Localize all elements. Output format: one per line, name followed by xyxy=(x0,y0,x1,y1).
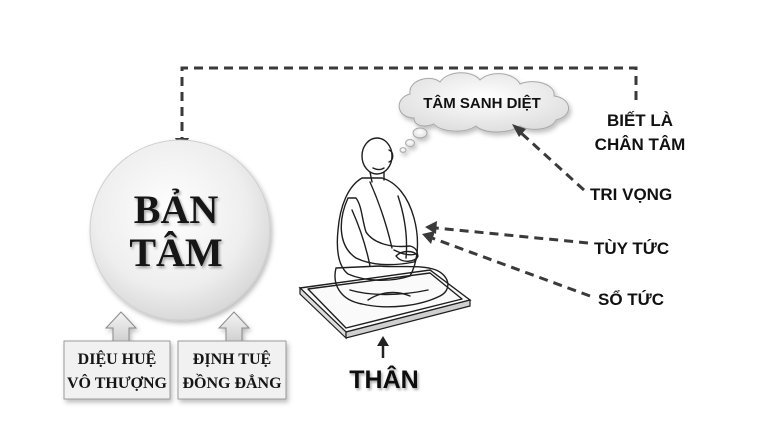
realize-line2: CHÂN TÂM xyxy=(595,135,686,154)
dieu-hue-box xyxy=(63,340,171,400)
vong-arrowhead xyxy=(512,124,526,137)
so-tuc-label: SỔ TỨC xyxy=(598,290,664,309)
feedback-connector xyxy=(180,66,638,140)
up-arrow-left xyxy=(104,311,138,343)
dieu-hue-line1: DIỆU HUỆ xyxy=(78,350,157,368)
meditating-monk-figure xyxy=(298,137,472,340)
thought-text: TÂM SANH DIỆT xyxy=(423,94,541,112)
than-up-arrow xyxy=(377,336,389,358)
dieu-hue-line2: VÔ THƯỢNG xyxy=(67,373,168,392)
tuy-connector xyxy=(435,226,589,245)
tuy-arrowhead xyxy=(425,221,437,234)
ban-tam-circle xyxy=(89,139,271,321)
dinh-tue-line2: ĐỒNG ĐẲNG xyxy=(182,372,282,392)
thought-cloud xyxy=(398,72,569,153)
ban-tam-line1: BẢN xyxy=(134,187,219,232)
up-arrow-right xyxy=(217,311,251,343)
tri-vong-label: TRI VỌNG xyxy=(590,185,672,204)
vong-connector xyxy=(518,130,586,192)
tuy-tuc-label: TÙY TỨC xyxy=(594,239,669,258)
ban-tam-line2: TÂM xyxy=(129,230,222,275)
than-label: THÂN xyxy=(349,364,418,394)
realize-line1: BIẾT LÀ xyxy=(607,111,673,130)
dinh-tue-box xyxy=(177,340,287,400)
so-arrowhead xyxy=(422,231,435,244)
dinh-tue-line1: ĐỊNH TUỆ xyxy=(193,350,271,368)
so-connector xyxy=(431,236,591,298)
